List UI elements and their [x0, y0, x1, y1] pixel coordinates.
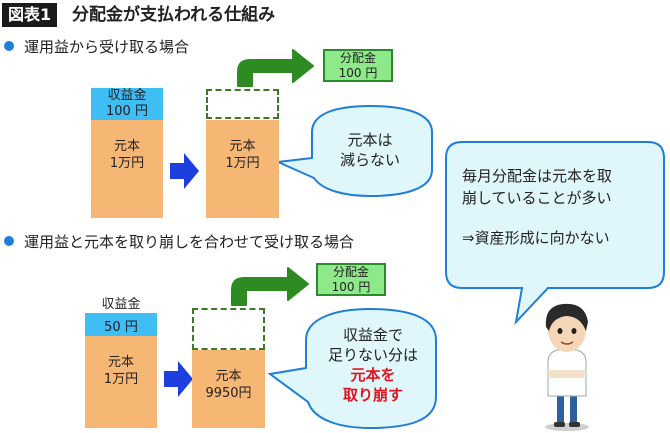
withdrawn-slot-2: [192, 308, 265, 350]
dividend-label-1: 分配金 100 円: [323, 49, 393, 82]
green-arrow-2: [231, 267, 309, 306]
principal-box-before-2: 元本 1万円: [85, 336, 157, 428]
income-box-2: 50 円: [85, 313, 157, 336]
speech-bubble-2: [267, 307, 437, 430]
callout-bubble: [445, 141, 665, 326]
dividend-label-2: 分配金 100 円: [316, 263, 386, 296]
figure-tag: 図表1: [2, 3, 58, 27]
blue-arrow-2: [164, 361, 193, 397]
speech-bubble-1: [274, 104, 433, 198]
green-arrow-1: [237, 49, 314, 87]
figure-title: 分配金が支払われる仕組み: [72, 5, 276, 25]
man-illustration: [545, 303, 589, 431]
section-1-heading: 運用益から受け取る場合: [4, 37, 189, 57]
principal-box-after-2: 元本 9950円: [192, 350, 265, 428]
bullet-icon: [4, 236, 14, 246]
principal-box-before-1: 元本 1万円: [91, 120, 163, 218]
withdrawn-slot-1: [206, 89, 279, 119]
bullet-icon: [4, 41, 14, 51]
principal-box-after-1: 元本 1万円: [206, 120, 279, 218]
bubble-1-text: 元本は 減らない: [339, 131, 400, 169]
blue-arrow-1: [170, 153, 199, 189]
income-label-2: 収益金: [101, 297, 141, 312]
income-box-1: 収益金 100 円: [91, 88, 163, 120]
callout-text: 毎月分配金は元本を取 崩していることが多い ⇒資産形成に向かない: [462, 167, 613, 247]
section-2-heading: 運用益と元本を取り崩しを合わせて受け取る場合: [4, 232, 354, 252]
bubble-2-text: 収益金で 足りない分は 元本を 取り崩す: [327, 326, 418, 404]
